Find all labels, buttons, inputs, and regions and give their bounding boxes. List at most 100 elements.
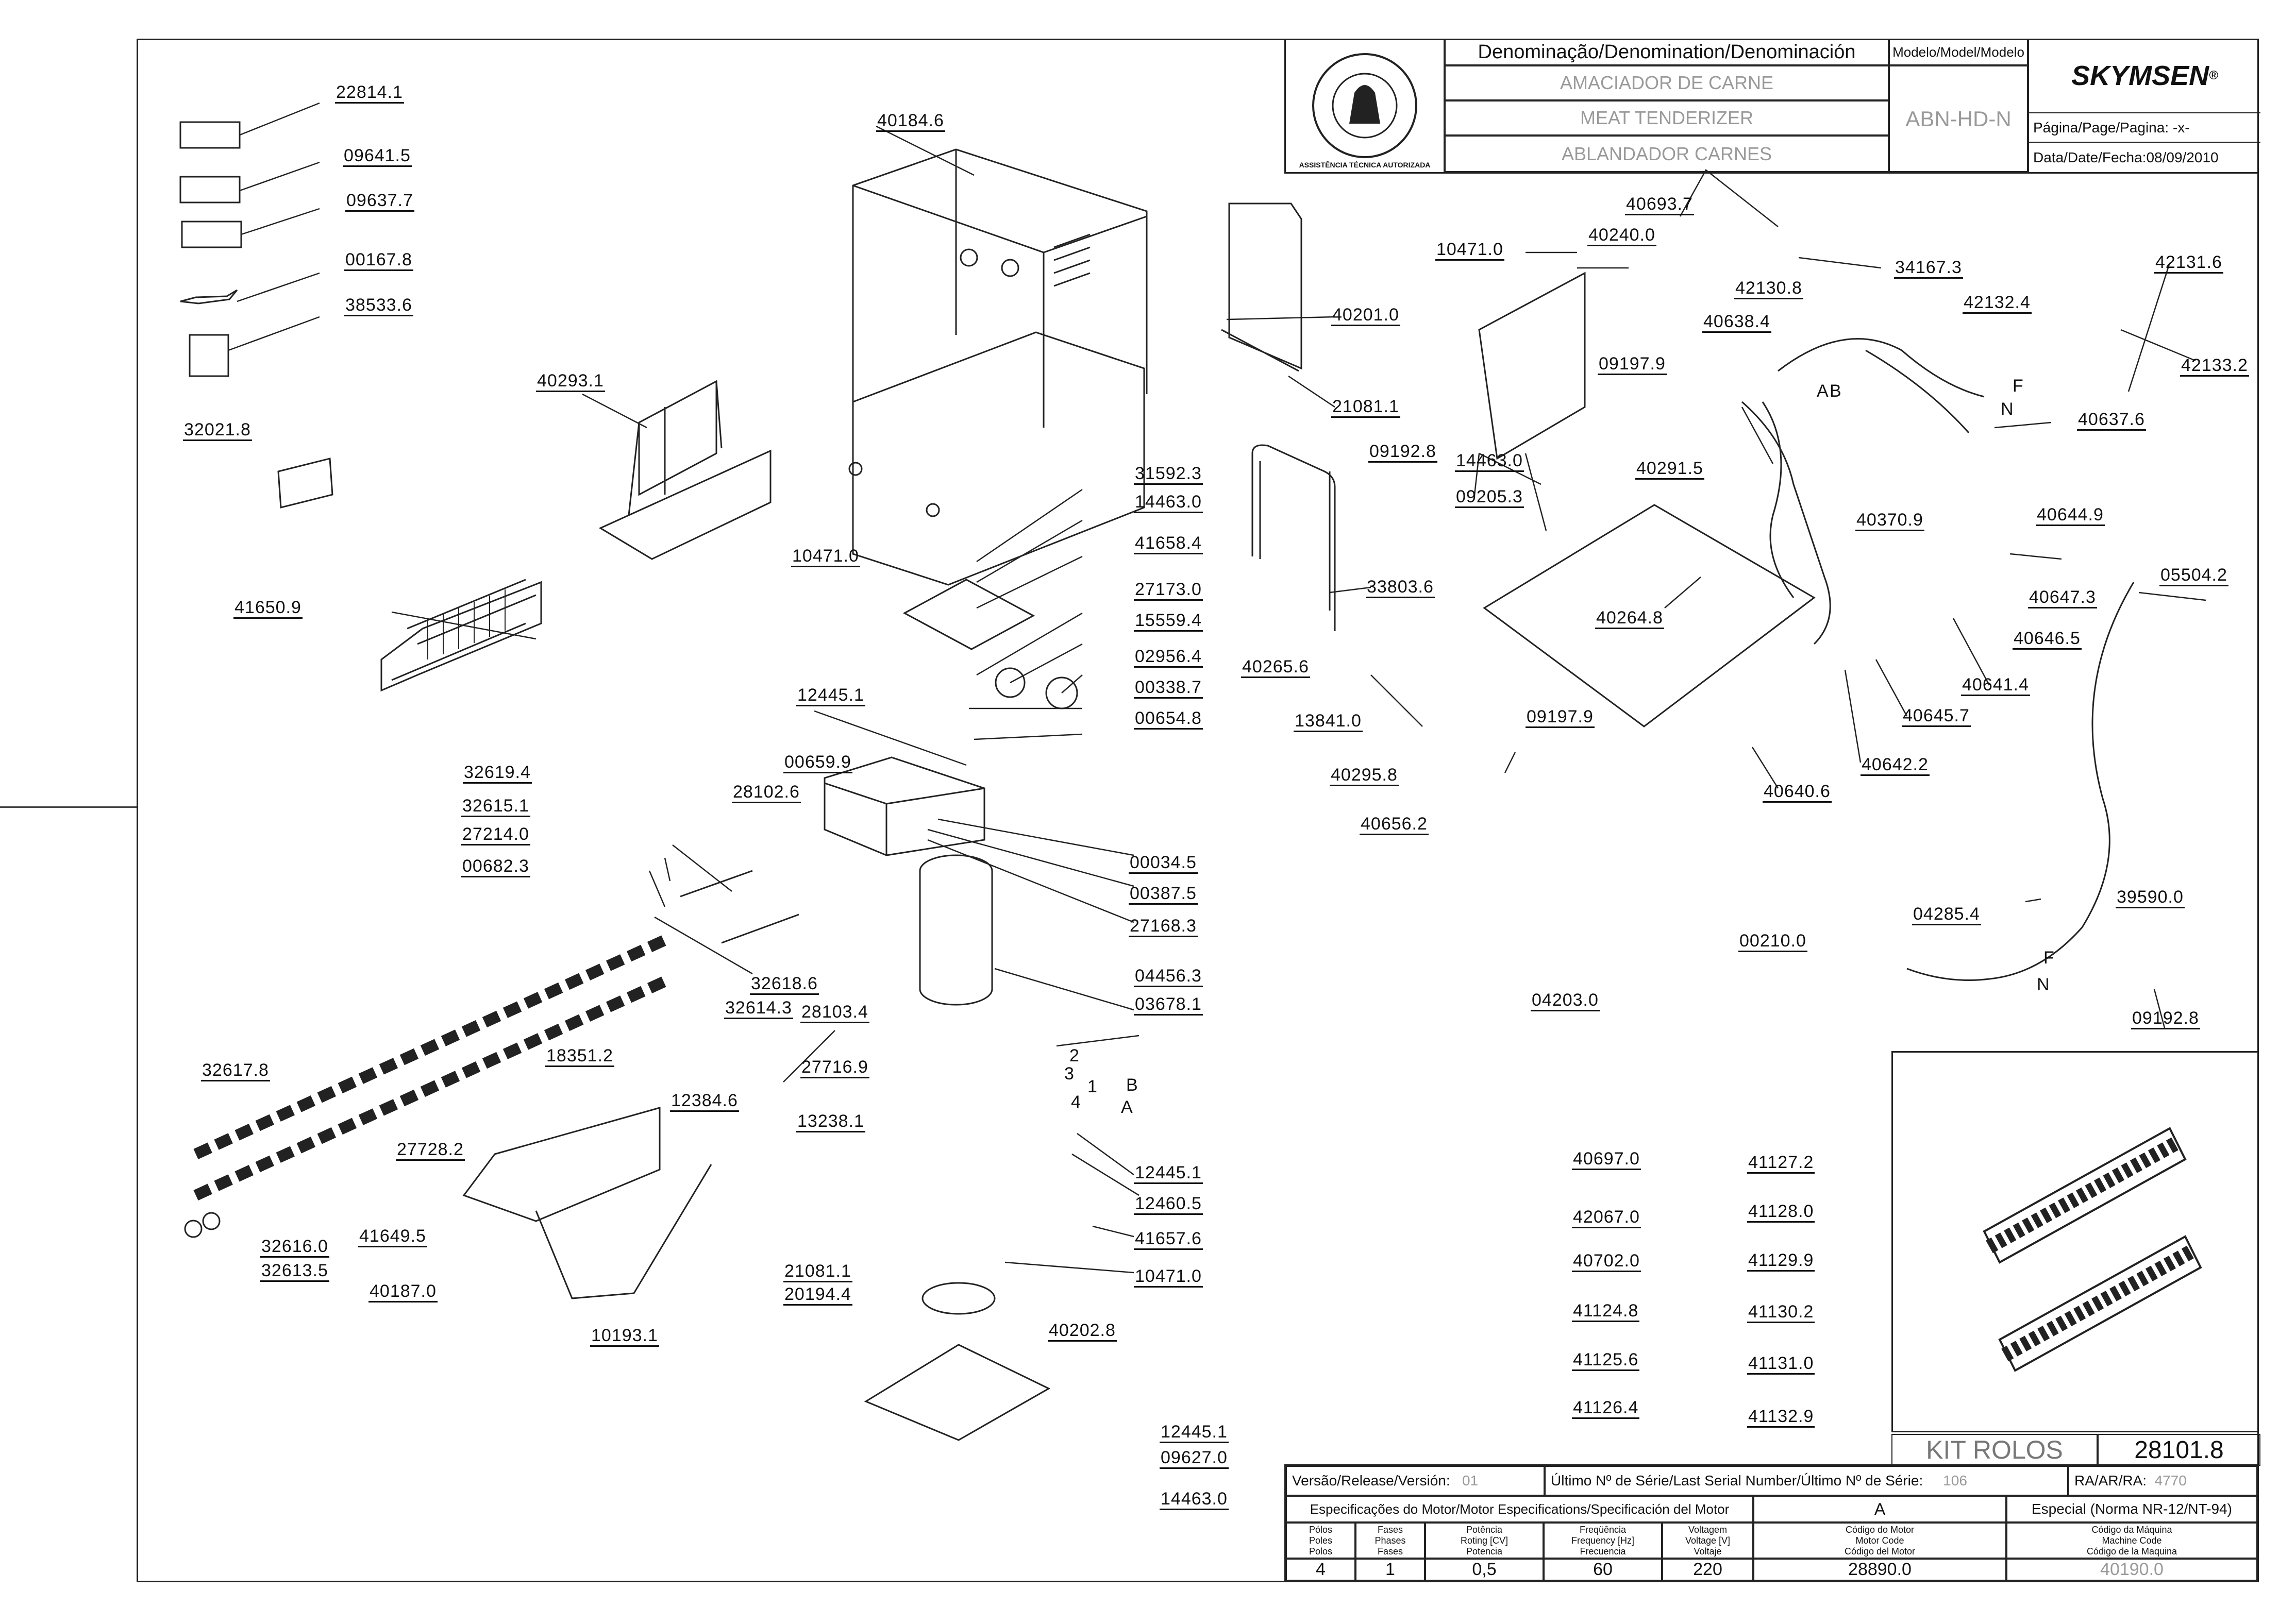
wire-tag: F [2013, 376, 2023, 396]
part-label: 27716.9 [800, 1057, 869, 1078]
part-label: 09192.8 [2131, 1008, 2200, 1029]
part-label: 41124.8 [1572, 1301, 1640, 1322]
title-block: ASSISTÊNCIA TÉCNICA AUTORIZADA Denominaç… [1284, 39, 2260, 174]
part-label: 22814.1 [335, 82, 404, 104]
h: Voltaje [1694, 1546, 1722, 1557]
h: Machine Code [2102, 1535, 2162, 1546]
power-value: 0,5 [1425, 1559, 1544, 1581]
guide-ribs [427, 589, 506, 659]
part-label: 38533.6 [344, 295, 413, 316]
part-label: 33803.6 [1366, 577, 1435, 598]
part-label: 40641.4 [1961, 675, 2030, 696]
part-label: 40702.0 [1572, 1251, 1641, 1272]
seal-frame-33803-6 [1251, 444, 1336, 631]
wire-tag: 2 [1069, 1046, 1079, 1065]
voltage-value: 220 [1662, 1559, 1753, 1581]
part-label: 41127.2 [1747, 1153, 1815, 1174]
nut-32613-5 [184, 1220, 203, 1238]
foot-2 [926, 503, 940, 517]
h: Frequency [Hz] [1571, 1535, 1635, 1546]
wire-tag: A [1121, 1097, 1133, 1117]
part-label: 12445.1 [1160, 1422, 1229, 1443]
part-label: 32617.8 [201, 1060, 270, 1081]
wire-tag: B [1830, 381, 1841, 401]
hopper-40293-1 [598, 380, 772, 560]
part-label: 04456.3 [1134, 966, 1203, 987]
part-label: 41132.9 [1747, 1407, 1815, 1428]
shaft-32619-4 [680, 870, 799, 944]
bowl-20194-4 [921, 1282, 996, 1315]
version-label: Versão/Release/Versión: [1292, 1473, 1450, 1488]
wire-tag: N [2037, 975, 2050, 994]
part-label: 28102.6 [732, 782, 801, 803]
part-label: 10471.0 [791, 546, 860, 567]
motor-04456-3 [919, 854, 993, 1006]
part-label: 40202.8 [1048, 1321, 1117, 1342]
denomination-header: Denominação/Denomination/Denominación [1445, 39, 1889, 65]
part-label: 00210.0 [1738, 931, 1807, 952]
part-label: 41649.5 [358, 1226, 427, 1247]
h: Fases [1377, 1546, 1403, 1557]
part-label: 21081.1 [1331, 397, 1400, 418]
scraper-41649-5 [462, 1107, 712, 1299]
part-label: 40645.7 [1902, 706, 1971, 727]
serial-value: 106 [1943, 1473, 1967, 1488]
kit-roller-2 [1998, 1235, 2202, 1372]
part-label: 00338.7 [1134, 678, 1203, 699]
wire-tag: 4 [1071, 1092, 1081, 1112]
page-label: Página/Page/Pagina: [2033, 119, 2169, 136]
kit-roller-1 [1983, 1127, 2187, 1264]
page-value: -x- [2172, 119, 2190, 136]
part-label: 09641.5 [343, 146, 412, 167]
motor-code-value: 28890.0 [1753, 1559, 2006, 1581]
part-label: 32613.5 [260, 1261, 329, 1282]
part-label: 40642.2 [1861, 755, 1930, 776]
authorized-service-seal-icon [1312, 53, 1417, 158]
part-label: 04203.0 [1531, 990, 1600, 1011]
part-label: 13238.1 [796, 1111, 865, 1132]
model-header: Modelo/Model/Modelo [1889, 39, 2028, 65]
warning-sticker-38533-6 [189, 334, 229, 377]
part-label: 40370.9 [1855, 510, 1924, 531]
part-label: 41126.4 [1572, 1398, 1640, 1419]
brand-mark: ® [2209, 68, 2218, 82]
drawing-frame [137, 39, 2259, 1582]
seal-text: ASSISTÊNCIA TÉCNICA AUTORIZADA [1299, 161, 1431, 169]
part-label: 41658.4 [1134, 533, 1203, 554]
name-es: ABLANDADOR CARNES [1445, 136, 1889, 172]
h: Fases [1377, 1524, 1403, 1535]
ra-value: 4770 [2154, 1473, 2187, 1488]
kit-code: 28101.8 [2098, 1434, 2260, 1466]
part-label: 42067.0 [1572, 1207, 1641, 1228]
leader-lines [228, 102, 2206, 1274]
sticker-09637-7 [181, 221, 242, 248]
h: Freqüência [1579, 1524, 1627, 1535]
part-label: 12445.1 [796, 685, 865, 706]
part-label: 42131.6 [2154, 252, 2223, 274]
wire-tag: 3 [1064, 1064, 1074, 1084]
h: Roting [CV] [1460, 1535, 1509, 1546]
date-value: 08/09/2010 [2146, 149, 2219, 165]
serial-label: Último Nº de Série/Last Serial Number/Úl… [1551, 1473, 1923, 1488]
frequency-value: 60 [1544, 1559, 1662, 1581]
part-label: 27214.0 [461, 824, 530, 845]
part-label: 04285.4 [1912, 904, 1981, 925]
part-label: 41131.0 [1747, 1354, 1815, 1375]
part-label: 40295.8 [1330, 765, 1399, 786]
part-label: 41650.9 [233, 598, 303, 619]
cover-plate-40201-0 [1221, 202, 1302, 372]
part-label: 41129.9 [1747, 1250, 1815, 1272]
part-label: 03678.1 [1134, 994, 1203, 1016]
part-label: 40293.1 [536, 371, 605, 392]
roller-discs-upper [193, 932, 673, 1201]
part-label: 40264.8 [1595, 608, 1664, 629]
part-label: 40240.0 [1587, 225, 1656, 246]
model-value: ABN-HD-N [1889, 65, 2028, 172]
bottom-plate-40202-8 [864, 1344, 1051, 1441]
part-label: 00659.9 [783, 752, 852, 773]
